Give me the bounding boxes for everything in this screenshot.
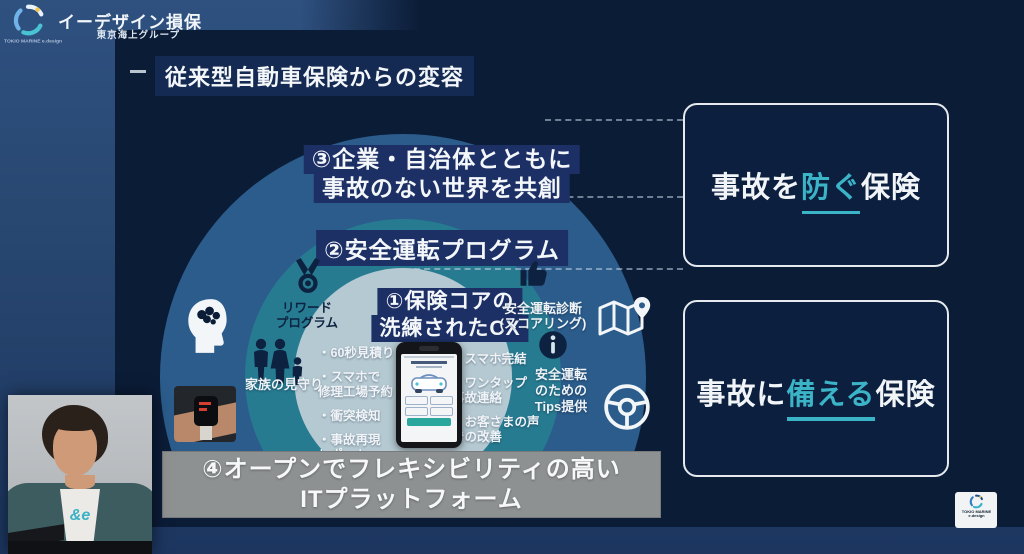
- smartphone-mockup: [396, 342, 462, 448]
- list-item: ・スマホで 修理工場予約: [318, 370, 394, 399]
- steering-wheel-icon: [602, 382, 652, 432]
- presenter-face: [53, 422, 97, 476]
- highlight-prepare: 備える: [786, 371, 875, 421]
- feature-scoring-label: 安全運転診断 (スコアリング): [499, 301, 587, 331]
- list-item: ・ワンタップ 事故連絡: [452, 376, 528, 405]
- list-item: ・衝突検知: [318, 409, 381, 423]
- list-item: ・60秒見積り: [318, 346, 395, 360]
- feature-family-label: 家族の見守り: [244, 377, 323, 392]
- feature-reward-label: リワード プログラム: [275, 301, 339, 330]
- title-dash: [130, 70, 146, 73]
- ring1-label-line2: 洗練されたCX: [371, 315, 529, 342]
- medal-icon: [292, 258, 324, 298]
- laptop: [8, 541, 152, 554]
- tshirt-graphic: &e: [69, 507, 91, 524]
- outcome-box-prevent: 事故を防ぐ保険: [683, 103, 949, 267]
- car-illustration: [411, 374, 447, 393]
- slide-title: 従来型自動車保険からの変容: [155, 56, 475, 96]
- watch-body: [194, 396, 218, 426]
- family-icon: [250, 338, 310, 386]
- phone-cta-button: [407, 418, 451, 426]
- core-cx-list-right: ・スマホ完結 ・ワンタップ 事故連絡 ・お客さまの声 での改善: [452, 352, 558, 454]
- presenter-webcam: &e: [8, 395, 152, 554]
- list-item: ・お客さまの声 での改善: [452, 415, 540, 444]
- core-cx-list-left: ・60秒見積り ・スマホで 修理工場予約 ・衝突検知 ・事故再現 レポート: [318, 346, 404, 472]
- presenter-fringe: [49, 411, 101, 431]
- platform-banner-line1: ④オープンでフレキシビリティの高い: [202, 455, 621, 483]
- platform-banner: ④オープンでフレキシビリティの高い ITプラットフォーム: [162, 451, 661, 518]
- list-item: ・スマホ完結: [452, 352, 527, 366]
- brain-icon: [182, 297, 234, 355]
- outcome-box-prepare: 事故に備える保険: [683, 300, 949, 477]
- smartwatch-photo: [174, 386, 236, 442]
- footer-brand-badge: TOKIO MARINE e.design: [955, 492, 997, 528]
- brand-mark-caption: TOKIO MARINE e.design: [4, 38, 63, 44]
- connector-dashed-line-bottom: [414, 268, 683, 270]
- info-icon: [538, 330, 568, 360]
- ring2-label: ②安全運転プログラム: [316, 230, 568, 266]
- ring3-label-line2: 事故のない世界を共創: [313, 174, 570, 203]
- phone-buttons-grid: [405, 396, 453, 416]
- brand-swirl-icon: [12, 3, 46, 37]
- badge-line2: e.design: [967, 513, 985, 518]
- phone-screen: [401, 354, 457, 442]
- ring1-label-line1: ①保険コアの: [377, 288, 523, 315]
- ring3-label: ③企業・自治体とともに 事故のない世界を共創: [303, 145, 581, 203]
- brand-title: イーデザイン損保: [58, 13, 202, 32]
- brand-swirl-icon-small: [969, 494, 983, 509]
- connector-dashed-line-top: [545, 119, 683, 121]
- ring3-label-line1: ③企業・自治体とともに: [303, 145, 581, 174]
- phone-notch: [419, 346, 439, 351]
- feature-tips-label: 安全運転 のための Tips提供: [534, 367, 588, 414]
- brand-subtitle: 東京海上グループ: [96, 30, 180, 41]
- map-icon: [596, 294, 654, 344]
- highlight-prevent: 防ぐ: [801, 164, 861, 214]
- platform-banner-line2: ITプラットフォーム: [300, 485, 523, 513]
- top-strip: [300, 0, 1024, 31]
- ring1-label: ①保険コアの 洗練されたCX: [371, 288, 529, 342]
- badge-line1: TOKIO MARINE: [961, 509, 991, 514]
- thumbsup-icon: [516, 256, 552, 290]
